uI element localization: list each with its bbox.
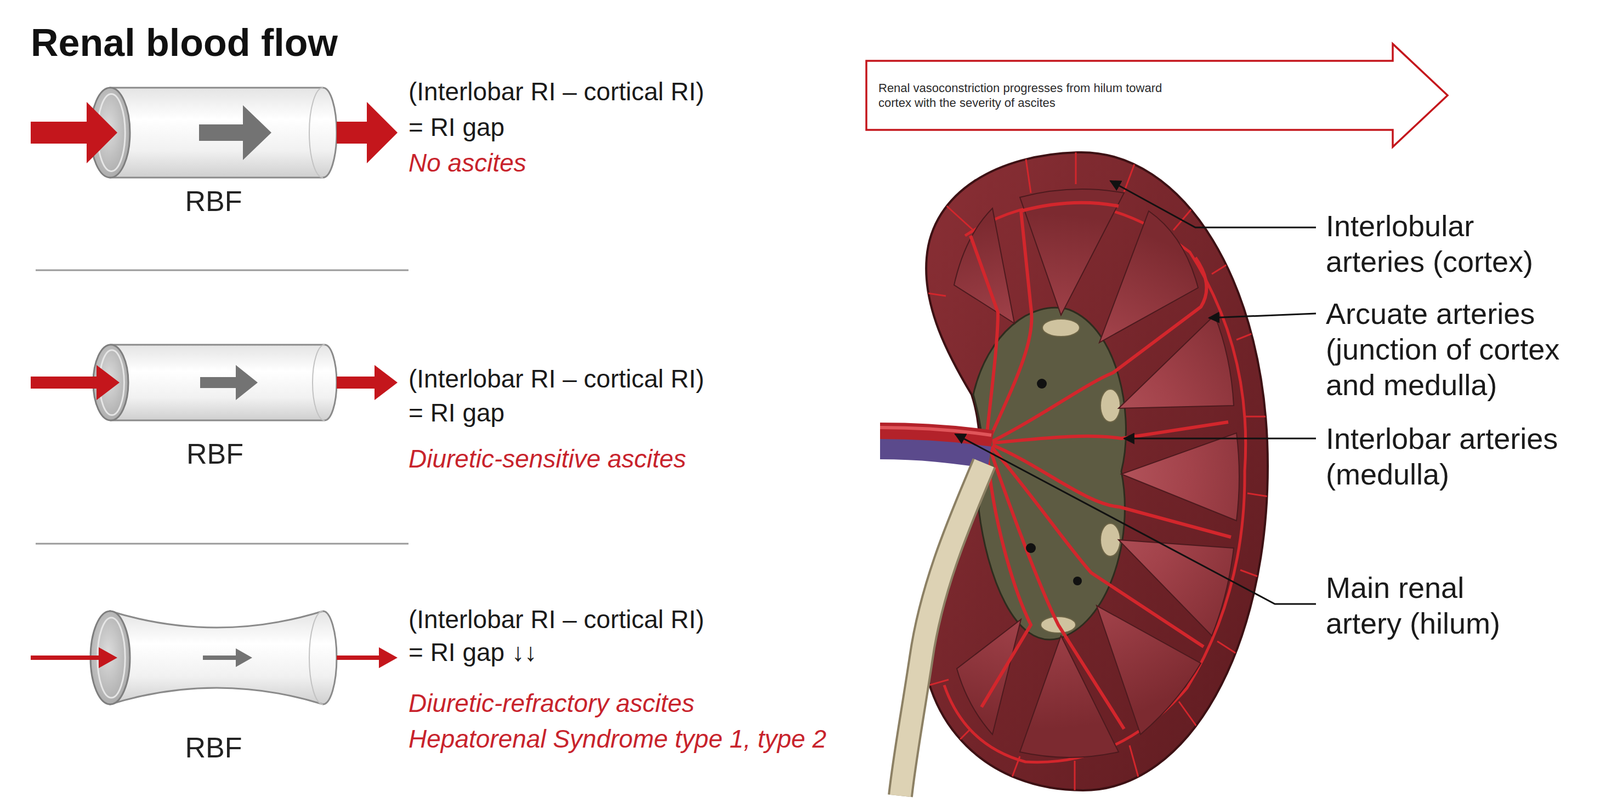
outflow-arrow (336, 101, 398, 164)
interlobar-artery (989, 448, 1125, 730)
vessel-cylinder: RBF (93, 344, 337, 421)
ureter-edge (900, 463, 985, 797)
ascites-status: Diuretic-refractory ascites (408, 688, 695, 719)
kidney-illustration (880, 142, 1284, 798)
ascites-status: No ascites (408, 148, 527, 179)
vessel-section (1073, 576, 1082, 586)
interlobar-artery (992, 257, 1207, 442)
flow-arrow (202, 648, 253, 668)
progression-arrow: Renal vasoconstriction progresses from h… (865, 42, 1450, 149)
interlobar-artery (970, 235, 998, 434)
row-separator (35, 543, 409, 546)
cylinder-shape (90, 87, 337, 178)
ascites-status: Diuretic-sensitive ascites (408, 444, 686, 475)
ri-gap-formula: (Interlobar RI – cortical RI) (408, 76, 705, 107)
interlobar-artery (991, 446, 1204, 648)
vessel-section (1025, 543, 1036, 554)
cylinder-body (110, 611, 337, 705)
inflow-arrow (30, 647, 118, 669)
leader-line (1110, 180, 1316, 228)
outflow-arrow (336, 365, 398, 401)
vessel-cylinder: RBF (90, 87, 337, 178)
minor-calyx (1042, 319, 1080, 337)
anatomy-label: Interlobar arteries (medulla) (1325, 421, 1590, 493)
ureter (900, 463, 985, 797)
medullary-pyramid (1118, 540, 1234, 637)
ri-gap-formula: (Interlobar RI – cortical RI) (408, 364, 705, 395)
leader-line (1209, 313, 1316, 319)
minor-calyx (1100, 389, 1121, 423)
leader-line (955, 434, 1316, 605)
medullary-pyramid (1096, 605, 1201, 735)
anatomy-label: Arcuate arteries (junction of cortex and… (1325, 296, 1590, 403)
cylinder-shape (90, 611, 337, 705)
kidney-interior (910, 142, 1284, 798)
interlobar-artery (981, 449, 1031, 708)
inflow-arrow (30, 101, 118, 164)
inflow-arrow (30, 365, 120, 401)
medullary-pyramid (1121, 433, 1240, 521)
cylinder-rim (309, 611, 323, 705)
leader-line (1124, 438, 1316, 440)
flow-arrow (200, 365, 258, 401)
flow-arrow (199, 105, 272, 161)
cylinder-body (110, 87, 337, 178)
flow-label: RBF (90, 184, 337, 219)
interlobar-artery (989, 202, 1119, 439)
leader-lines (955, 180, 1316, 605)
medullary-pyramid (954, 208, 1015, 324)
row-separator (35, 269, 409, 272)
interlobar-artery (992, 422, 1229, 444)
ri-gap-formula: (Interlobar RI – cortical RI) (408, 604, 705, 635)
arrow-caption: Renal vasoconstriction progresses from h… (878, 80, 1175, 111)
cylinder-rim (312, 344, 325, 421)
vessel-section (1036, 378, 1047, 389)
ri-gap-value: = RI gap (408, 398, 505, 429)
cylinder-rim (309, 87, 323, 178)
medullary-pyramid (1099, 211, 1199, 343)
ascites-status: Hepatorenal Syndrome type 1, type 2 (408, 724, 827, 755)
artery-highlight (880, 427, 992, 436)
arrow-outline (866, 43, 1448, 147)
flow-label: RBF (90, 730, 337, 765)
cylinder-body (110, 344, 337, 421)
vessel-cylinder: RBF (90, 611, 337, 705)
medullary-pyramid (1118, 315, 1234, 409)
interlobular-arteries (910, 142, 1284, 798)
anatomy-label: Interlobular arteries (cortex) (1325, 208, 1568, 280)
minor-calyx (1100, 523, 1121, 557)
renal-vein (880, 446, 990, 457)
cylinder-shape (93, 344, 337, 421)
medullary-pyramid (956, 619, 1021, 735)
ri-gap-value: = RI gap ↓↓ (408, 637, 537, 668)
diagram-title: Renal blood flow (30, 19, 338, 66)
anatomy-label: Main renal artery (hilum) (1325, 570, 1535, 642)
ri-gap-value: = RI gap (408, 112, 505, 143)
arrow-shape (865, 42, 1450, 149)
flow-label: RBF (93, 437, 337, 472)
outflow-arrow (336, 647, 398, 669)
